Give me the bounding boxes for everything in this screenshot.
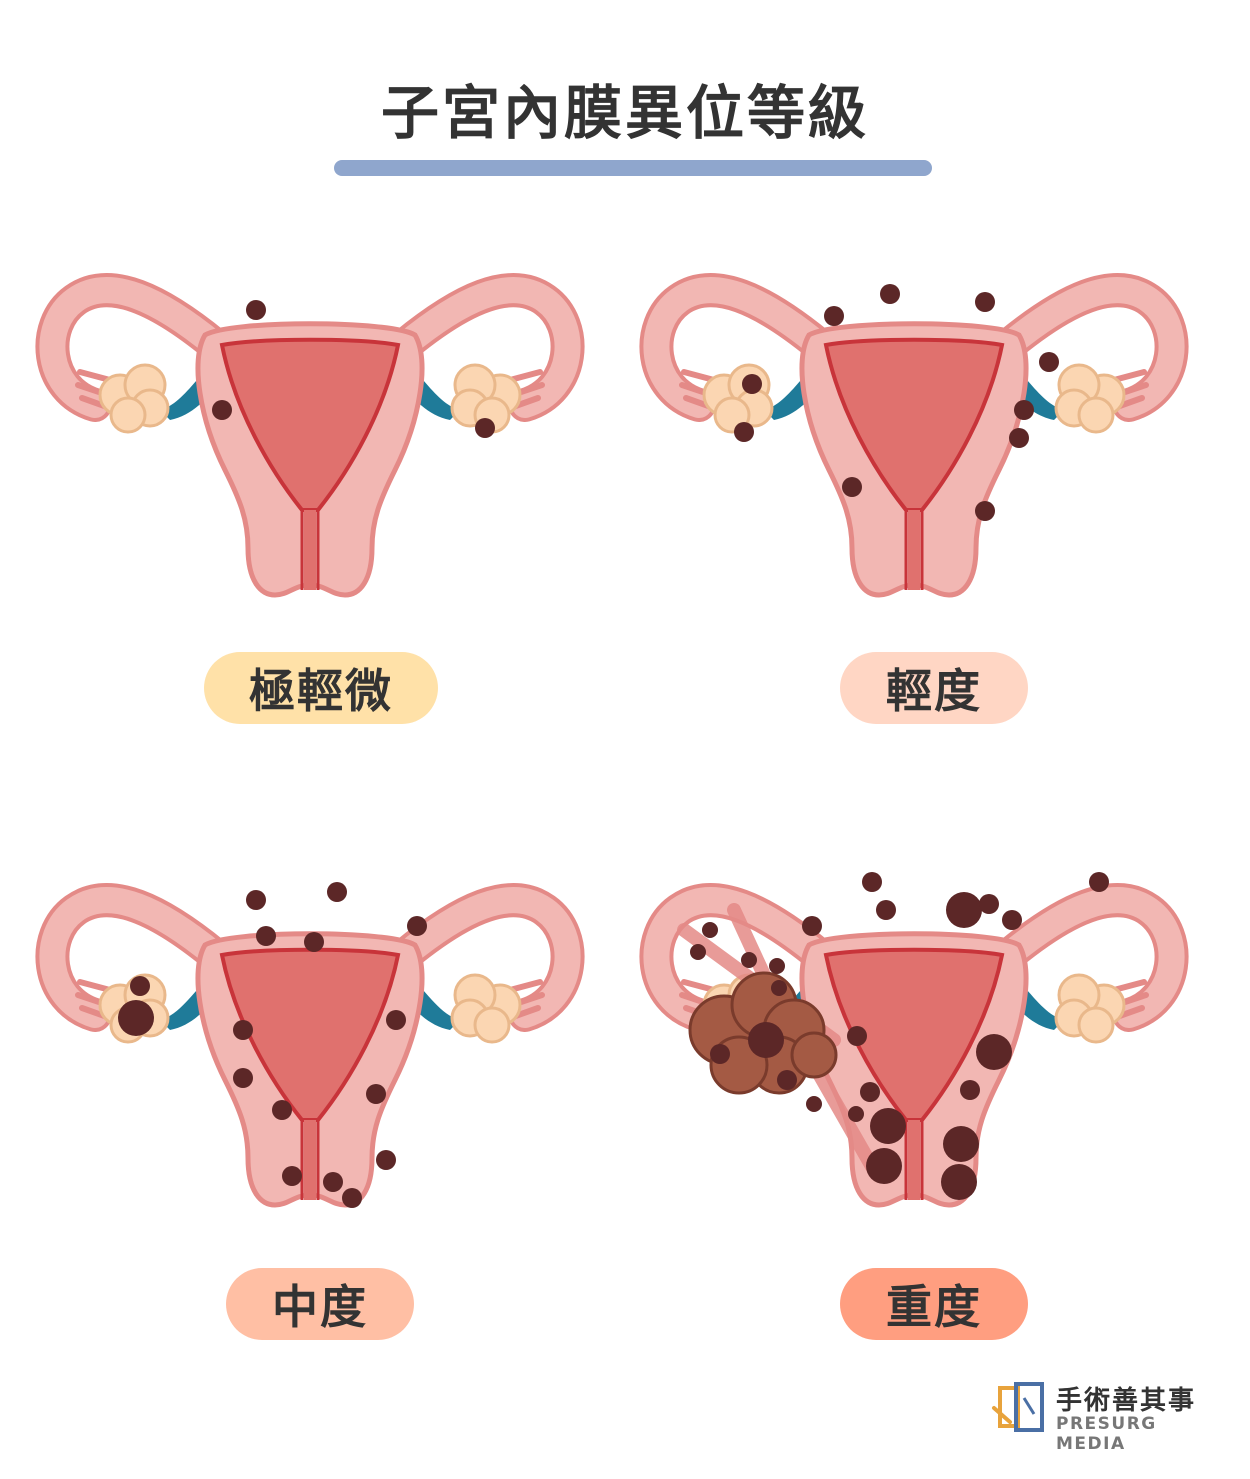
stage-mild-panel: 輕度 [604,0,1224,724]
uterus-severe-illustration [604,872,1224,1230]
stage-severe-panel: 重度 [604,610,1224,1340]
logo-english-name: PRESURG MEDIA [1056,1414,1157,1454]
stage-label-mild: 輕度 [840,652,1028,724]
presurg-logo-icon [992,1382,1044,1432]
logo-chinese-name: 手術善其事 [1056,1386,1197,1416]
stage-label-minimal: 極輕微 [204,652,438,724]
uterus-moderate-illustration [0,882,620,1230]
stage-moderate-panel: 中度 [0,610,620,1340]
brand-logo: 手術善其事 PRESURG MEDIA [990,1378,1230,1454]
stage-label-severe: 重度 [840,1268,1028,1340]
page-title: 子宮內膜異位等級 [380,79,869,147]
uterus-mild-illustration [604,0,1224,620]
stage-label-moderate: 中度 [226,1268,414,1340]
stage-minimal-panel: 極輕微 [0,0,620,724]
title-underline [334,160,932,176]
uterus-minimal-illustration [0,0,620,620]
